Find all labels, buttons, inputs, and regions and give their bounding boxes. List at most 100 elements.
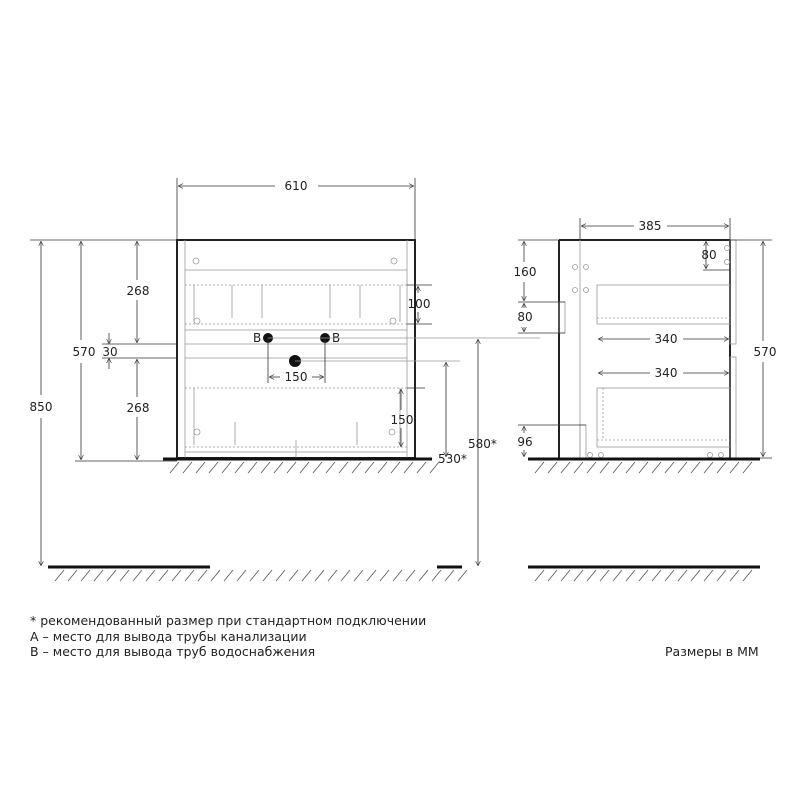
hatch-stroke [651, 569, 662, 582]
hatch-stroke [197, 569, 208, 582]
hatch-stroke [586, 461, 597, 474]
hatch-stroke [742, 461, 753, 474]
hatch-stroke [106, 569, 117, 582]
hatch-stroke [403, 461, 414, 474]
hatch-stroke [716, 569, 727, 582]
hatch-stroke [247, 461, 258, 474]
hatch-stroke [457, 569, 468, 582]
hatch-stroke [351, 461, 362, 474]
hatch-stroke [236, 569, 247, 582]
hatch-stroke [262, 569, 273, 582]
hatch-stroke [599, 461, 610, 474]
hatch-stroke [729, 569, 740, 582]
dim-lower-drawer-depth: 340 [655, 366, 678, 380]
hatch-stroke [638, 569, 649, 582]
note-drain: А – место для вывода трубы канализации [30, 628, 307, 644]
dim-lower-offset: 150 [391, 413, 414, 427]
hatch-stroke [67, 569, 78, 582]
dim-supply-height: 580* [468, 437, 497, 451]
hatch-stroke [158, 569, 169, 582]
dim-total-height: 850 [30, 400, 53, 414]
hatch-stroke [638, 461, 649, 474]
dim-top-offset: 160 [514, 265, 537, 279]
hatch-stroke [234, 461, 245, 474]
hatch-stroke [286, 461, 297, 474]
dim-width: 610 [285, 179, 308, 193]
hatch-stroke [716, 461, 727, 474]
hatch-stroke [390, 461, 401, 474]
dim-lower-drawer: 268 [127, 401, 150, 415]
hatch-stroke [353, 569, 364, 582]
hatch-stroke [677, 569, 688, 582]
hatch-stroke [418, 569, 429, 582]
hatch-stroke [534, 461, 545, 474]
hatch-stroke [145, 569, 156, 582]
floor-hatching [54, 461, 753, 582]
footnotes: * рекомендованный размер при стандартном… [30, 613, 426, 660]
hatch-stroke [312, 461, 323, 474]
hatch-stroke [703, 569, 714, 582]
dim-upper-drawer-depth: 340 [655, 332, 678, 346]
hatch-stroke [275, 569, 286, 582]
dim-side-height: 570 [754, 345, 777, 359]
hatch-stroke [340, 569, 351, 582]
hatch-stroke [195, 461, 206, 474]
hatch-stroke [132, 569, 143, 582]
hatch-stroke [444, 569, 455, 582]
hatch-stroke [651, 461, 662, 474]
hatch-stroke [80, 569, 91, 582]
hatch-stroke [392, 569, 403, 582]
hatch-stroke [325, 461, 336, 474]
hatch-stroke [169, 461, 180, 474]
hatch-stroke [299, 461, 310, 474]
hatch-stroke [171, 569, 182, 582]
hatch-stroke [210, 569, 221, 582]
hatch-stroke [599, 569, 610, 582]
hatch-stroke [586, 569, 597, 582]
dim-gap: 30 [102, 345, 117, 359]
hatch-stroke [729, 461, 740, 474]
hatch-stroke [573, 569, 584, 582]
hatch-stroke [429, 461, 440, 474]
hatch-stroke [364, 461, 375, 474]
hatch-stroke [221, 461, 232, 474]
hatch-stroke [534, 569, 545, 582]
hatch-stroke [379, 569, 390, 582]
hatch-stroke [625, 461, 636, 474]
front-view: B B 610 850 570 268 30 268 [30, 178, 540, 565]
hatch-stroke [184, 569, 195, 582]
dim-drain-height: 530* [438, 452, 467, 466]
hatch-stroke [690, 461, 701, 474]
hatch-stroke [54, 569, 65, 582]
hatch-stroke [338, 461, 349, 474]
dim-body-height: 570 [73, 345, 96, 359]
hatch-stroke [366, 569, 377, 582]
hatch-stroke [119, 569, 130, 582]
dim-top-right: 80 [701, 248, 716, 262]
hatch-stroke [249, 569, 260, 582]
dim-mount-height: 80 [517, 310, 532, 324]
dim-depth: 385 [639, 219, 662, 233]
hatch-stroke [664, 569, 675, 582]
hatch-stroke [547, 569, 558, 582]
hatch-stroke [573, 461, 584, 474]
dim-pipe-spacing: 150 [285, 370, 308, 384]
hatch-stroke [93, 569, 104, 582]
dim-upper-offset: 100 [408, 297, 431, 311]
front-internal-lines [184, 240, 408, 458]
hatch-stroke [560, 461, 571, 474]
hatch-stroke [625, 569, 636, 582]
hatch-stroke [677, 461, 688, 474]
hatch-stroke [405, 569, 416, 582]
hatch-stroke [377, 461, 388, 474]
floor-lines [48, 457, 760, 569]
hatch-stroke [260, 461, 271, 474]
hatch-stroke [416, 461, 427, 474]
hatch-stroke [612, 569, 623, 582]
hatch-stroke [703, 461, 714, 474]
hatch-stroke [547, 461, 558, 474]
hatch-stroke [314, 569, 325, 582]
hatch-stroke [288, 569, 299, 582]
hatch-stroke [182, 461, 193, 474]
